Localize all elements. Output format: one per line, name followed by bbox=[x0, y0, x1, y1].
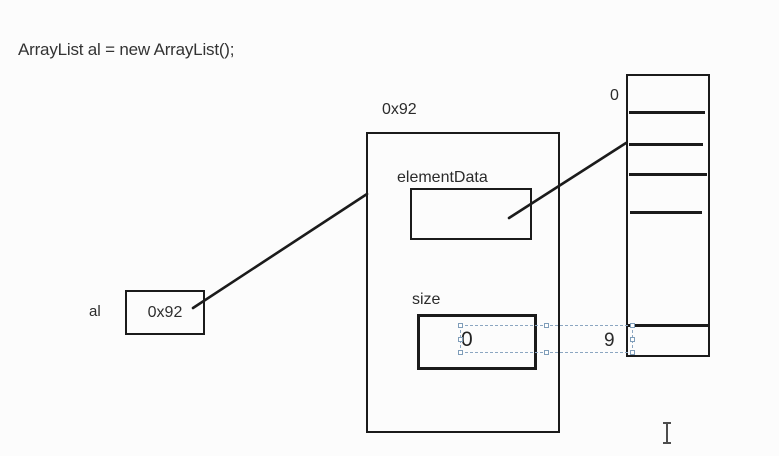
selection-rectangle[interactable] bbox=[460, 325, 633, 353]
array-index-0-label: 0 bbox=[610, 87, 619, 104]
al-to-object-pointer-line bbox=[191, 192, 369, 310]
array-cell-divider bbox=[629, 173, 707, 176]
array-box[interactable] bbox=[626, 74, 710, 357]
selection-handle[interactable] bbox=[630, 337, 635, 342]
selection-handle[interactable] bbox=[544, 350, 549, 355]
array-cell-divider bbox=[630, 211, 702, 214]
array-cell-divider bbox=[629, 111, 705, 114]
elementdata-value-box[interactable] bbox=[410, 188, 532, 240]
size-field-label: size bbox=[412, 291, 441, 308]
array-cell-divider bbox=[629, 143, 703, 146]
selection-handle[interactable] bbox=[630, 323, 635, 328]
selection-handle[interactable] bbox=[458, 337, 463, 342]
size-value: 0 bbox=[461, 328, 473, 351]
selection-handle[interactable] bbox=[458, 350, 463, 355]
text-cursor-icon bbox=[663, 422, 671, 444]
array-index-9-label: 9 bbox=[604, 330, 615, 351]
object-address-label: 0x92 bbox=[382, 101, 417, 118]
array-cell-divider bbox=[627, 324, 710, 327]
reference-variable-label: al bbox=[89, 303, 101, 320]
reference-value: 0x92 bbox=[147, 303, 183, 321]
selection-handle[interactable] bbox=[544, 323, 549, 328]
code-line: ArrayList al = new ArrayList(); bbox=[18, 40, 235, 59]
size-value-box[interactable] bbox=[417, 314, 537, 370]
arraylist-object-box[interactable] bbox=[366, 132, 560, 433]
reference-value-box[interactable]: 0x92 bbox=[125, 290, 205, 335]
selection-handle[interactable] bbox=[630, 350, 635, 355]
elementdata-field-label: elementData bbox=[397, 169, 488, 186]
selection-handle[interactable] bbox=[458, 323, 463, 328]
